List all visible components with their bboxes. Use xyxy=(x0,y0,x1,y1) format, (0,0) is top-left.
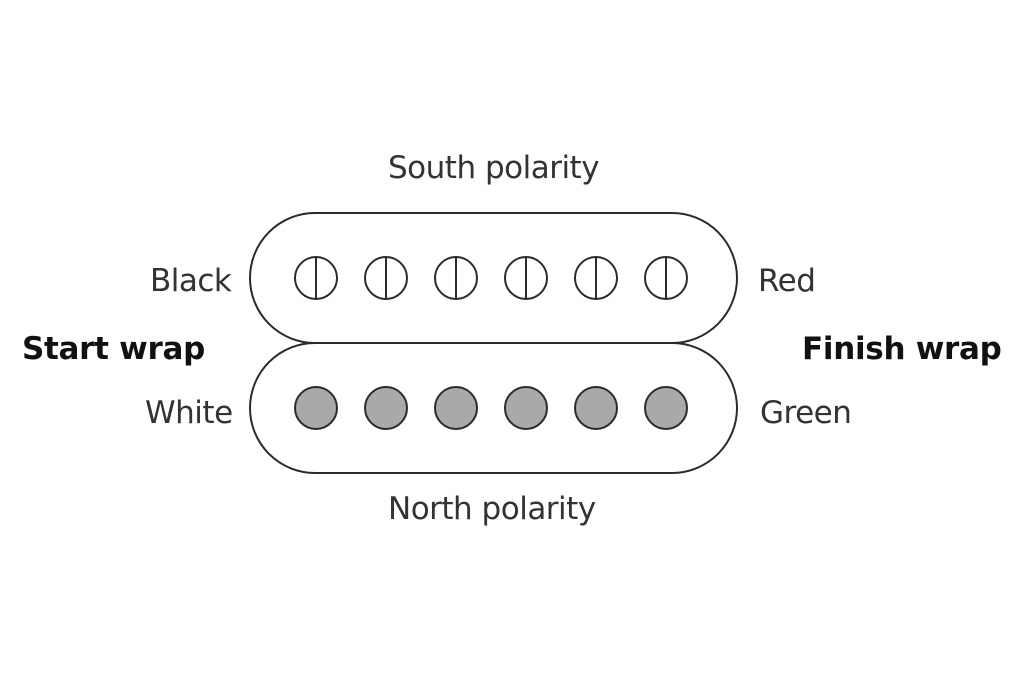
white-wire-label: White xyxy=(145,395,233,431)
red-wire-label: Red xyxy=(758,263,816,299)
north-polarity-label: North polarity xyxy=(388,491,596,527)
south-pole-pieces xyxy=(294,256,688,300)
south-pole-1 xyxy=(294,256,338,300)
south-pole-6 xyxy=(644,256,688,300)
north-pole-5 xyxy=(574,386,618,430)
south-pole-3 xyxy=(434,256,478,300)
north-pole-2 xyxy=(364,386,408,430)
black-wire-label: Black xyxy=(150,263,232,299)
south-polarity-label: South polarity xyxy=(388,150,600,186)
north-pole-4 xyxy=(504,386,548,430)
north-coil-body xyxy=(249,342,738,474)
south-pole-4 xyxy=(504,256,548,300)
south-pole-5 xyxy=(574,256,618,300)
north-pole-3 xyxy=(434,386,478,430)
north-pole-pieces xyxy=(294,386,688,430)
south-pole-2 xyxy=(364,256,408,300)
start-wrap-label: Start wrap xyxy=(22,331,206,367)
green-wire-label: Green xyxy=(760,395,852,431)
north-pole-6 xyxy=(644,386,688,430)
finish-wrap-label: Finish wrap xyxy=(802,331,1002,367)
north-pole-1 xyxy=(294,386,338,430)
